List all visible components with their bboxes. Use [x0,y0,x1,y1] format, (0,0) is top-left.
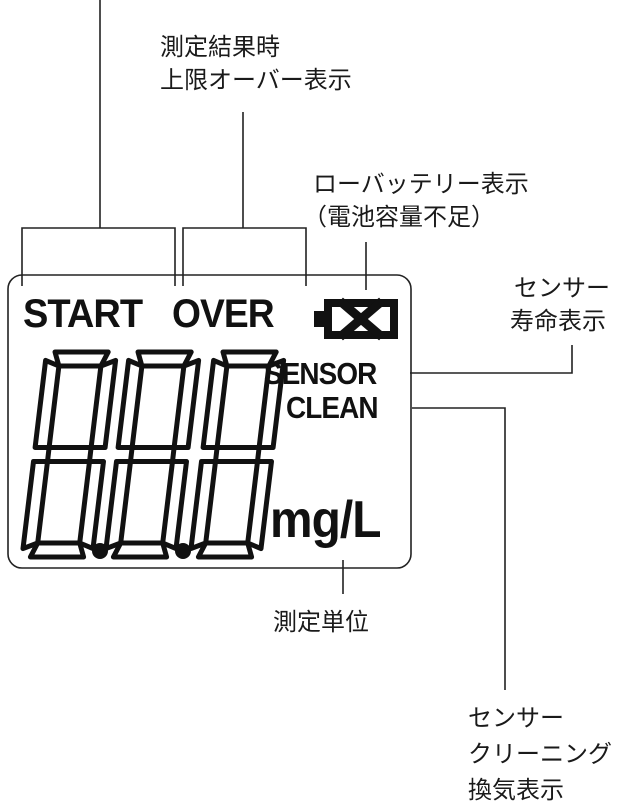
sensor-clean-label-line1: センサー [468,704,564,732]
digit-3-segment-d [195,540,255,560]
decimal-point-2 [175,543,191,559]
digit-1-segment-b [88,357,119,450]
digit-1-segment-f [32,357,62,450]
digit-3-segment-g [213,445,262,464]
over-limit-label-line1: 測定結果時 [160,33,280,61]
sensor-clean-label-line3: 換気表示 [468,776,564,804]
sensor-life-label-line1: センサー [514,274,610,302]
battery-crossed-icon [314,297,398,341]
sensor-life-label: センサー 寿命表示 [510,272,610,338]
digit-2-segment-f [115,357,145,450]
unit-label: 測定単位 [273,606,369,639]
low-battery-label-line1: ローバッテリー表示 [313,170,529,198]
unit-label-line1: 測定単位 [273,608,369,636]
over-limit-label-line2: 上限オーバー表示 [160,66,352,94]
lcd-start-text: START [23,292,143,336]
digit-2-segment-g [128,445,177,464]
sensor-life-label-line2: 寿命表示 [510,307,606,335]
digit-1-segment-c [77,459,106,552]
low-battery-label: ローバッテリー表示 （電池容量不足） [303,168,529,234]
lcd-clean-text: CLEAN [286,390,379,425]
digit-1-segment-e [20,459,50,552]
lcd-over-text: OVER [172,292,275,336]
digit-2-segment-b [171,357,202,450]
sensor-clean-label-line2: クリーニング [468,740,612,768]
digit-3-segment-e [188,459,218,552]
digit-2-segment-c [160,459,189,552]
sensor-clean-label: センサー クリーニング 換気表示 [468,700,612,808]
digit-3-segment-f [200,357,230,450]
digit-1-segment-g [45,445,94,464]
digit-2-segment-e [103,459,133,552]
digit-1-segment-d [27,540,87,560]
digit-3-segment-c [245,459,274,552]
lcd-unit-text: mg/L [270,491,382,549]
lcd-frame [7,274,412,569]
low-battery-label-line2: （電池容量不足） [303,203,495,231]
digit-2-segment-d [110,540,170,560]
over-limit-label: 測定結果時 上限オーバー表示 [160,31,352,97]
lcd-sensor-text: SENSOR [264,356,377,391]
